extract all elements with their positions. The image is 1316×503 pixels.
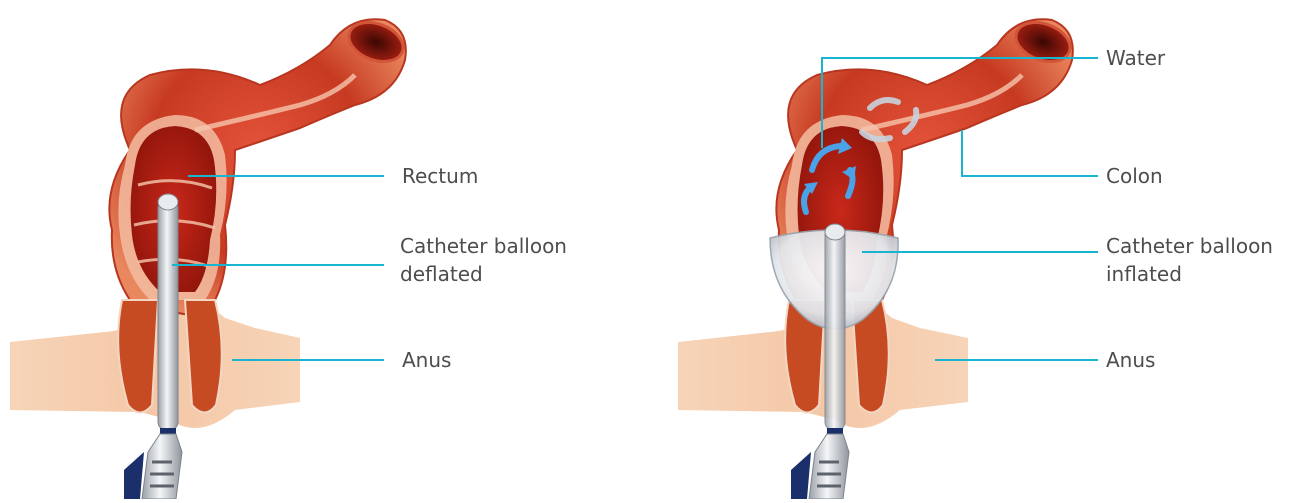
left-catheter-tube [158, 200, 178, 430]
anus-left-label: Anus [402, 346, 451, 374]
left-anatomy-illustration [10, 16, 408, 499]
right-anatomy-illustration [678, 16, 1075, 499]
catheter-inflated-label: Catheter balloon inflated [1106, 232, 1273, 288]
catheter-deflated-label-line1: Catheter balloon [400, 232, 567, 260]
catheter-deflated-label: Catheter balloon deflated [400, 232, 567, 288]
colon-label: Colon [1106, 162, 1163, 190]
left-catheter-collar [160, 428, 176, 434]
anus-right-label: Anus [1106, 346, 1155, 374]
catheter-inflated-label-line2: inflated [1106, 260, 1273, 288]
catheter-inflated-label-line1: Catheter balloon [1106, 232, 1273, 260]
left-catheter-handle [142, 434, 182, 499]
right-catheter-handle [809, 434, 849, 499]
right-device-base [791, 452, 811, 499]
right-catheter-tip [825, 224, 845, 240]
catheter-deflated-label-line2: deflated [400, 260, 567, 288]
left-device-base [124, 452, 144, 499]
colon-leader-line [962, 130, 1098, 176]
rectum-label: Rectum [402, 162, 478, 190]
left-catheter-tip [158, 194, 178, 210]
right-catheter-tube [825, 228, 845, 430]
water-label: Water [1106, 44, 1165, 72]
right-catheter-collar [827, 428, 843, 434]
